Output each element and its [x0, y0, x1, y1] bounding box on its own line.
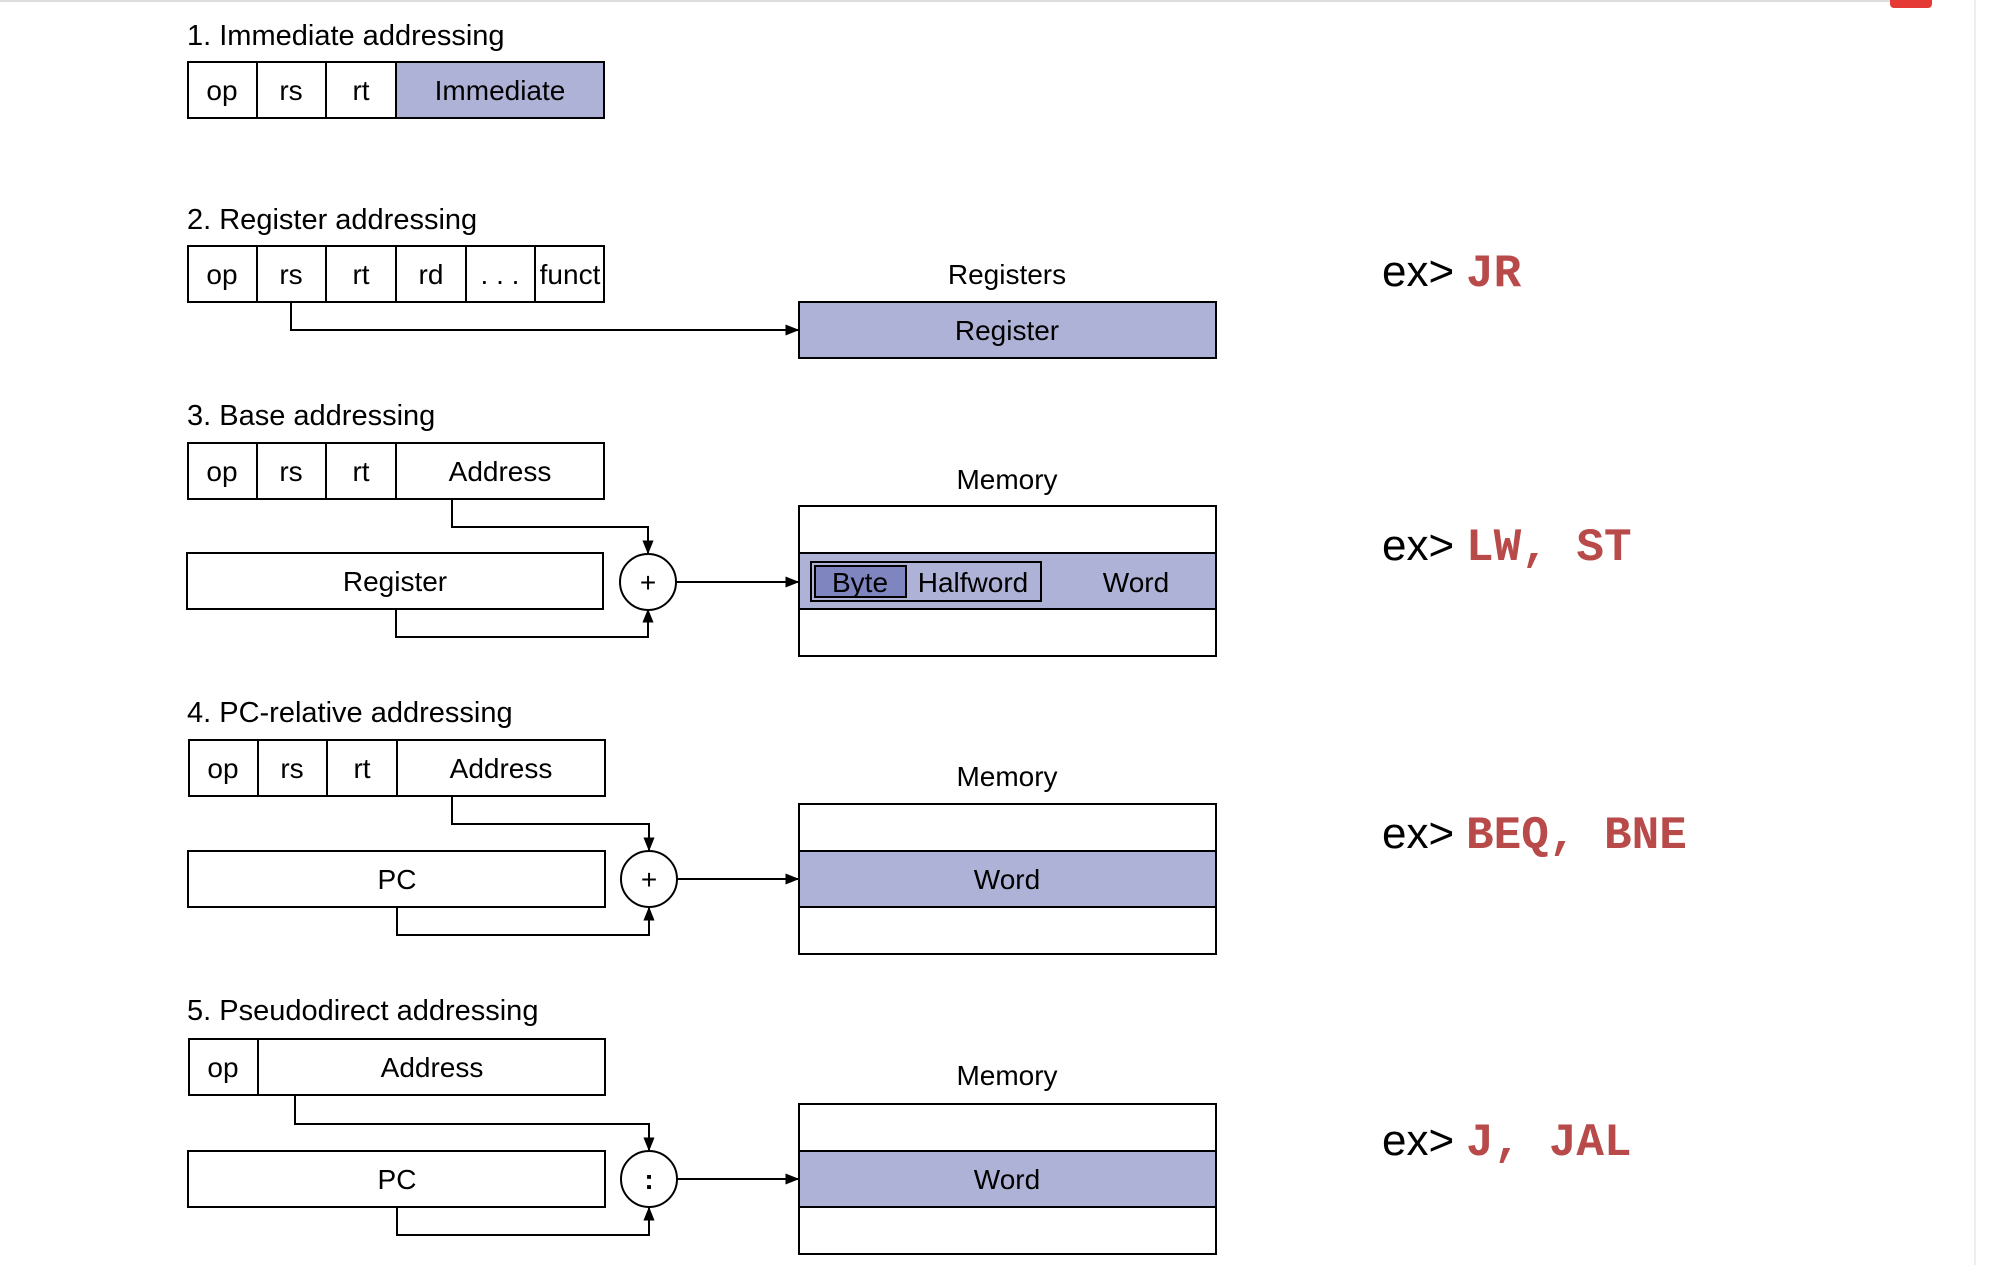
- field-op: [187, 442, 258, 500]
- mode-immediate: 1. Immediate addressing op rs rt Immedia…: [187, 20, 605, 119]
- register-operand-box: [186, 552, 604, 610]
- mode-title: 5. Pseudodirect addressing: [187, 995, 538, 1027]
- example-instructions: LW, ST: [1466, 522, 1632, 574]
- mode-pc-relative: 4. PC-relative addressing op rs rt Addre…: [187, 697, 1687, 955]
- field-address-label: Address: [449, 456, 552, 487]
- field-rs-label: rs: [279, 456, 302, 487]
- field-rs-label: rs: [279, 259, 302, 290]
- adder-symbol: +: [641, 864, 657, 895]
- field-rt: [325, 245, 397, 303]
- memory-word-row: [798, 850, 1217, 908]
- field-funct: [534, 245, 605, 303]
- field-op: [188, 1038, 259, 1096]
- field-op-label: op: [206, 259, 237, 290]
- pc-to-adder-arrow: [396, 906, 655, 936]
- mode-pseudodirect: 5. Pseudodirect addressing op Address PC…: [187, 995, 1632, 1255]
- field-address: [257, 1038, 606, 1096]
- field-address-label: Address: [450, 753, 553, 784]
- memory-word-row: [798, 1150, 1217, 1208]
- mode-register: 2. Register addressing op rs rt rd . . .…: [187, 204, 1522, 359]
- field-rs-label: rs: [279, 75, 302, 106]
- example-prefix: ex>: [1382, 809, 1454, 858]
- word-label: Word: [1103, 567, 1169, 598]
- registers-title: Registers: [948, 259, 1066, 290]
- memory-title: Memory: [956, 1060, 1057, 1091]
- field-shamt-label: . . .: [481, 259, 520, 290]
- field-op-label: op: [206, 75, 237, 106]
- address-to-adder-arrow: [451, 499, 654, 555]
- field-rs: [256, 245, 327, 303]
- pc-operand-box: [187, 1150, 606, 1208]
- field-immediate: [395, 61, 605, 119]
- field-rt-label: rt: [352, 259, 369, 290]
- register-label: Register: [955, 315, 1059, 346]
- mode-title: 2. Register addressing: [187, 204, 477, 236]
- field-rd: [395, 245, 467, 303]
- register-operand-label: Register: [343, 566, 447, 597]
- example-prefix: ex>: [1382, 247, 1454, 296]
- concat-symbol: :: [644, 1164, 653, 1195]
- mode-base: 3. Base addressing op rs rt Address Regi…: [186, 400, 1632, 657]
- byte-label: Byte: [832, 567, 888, 598]
- field-rt-label: rt: [353, 753, 370, 784]
- field-address-label: Address: [381, 1052, 484, 1083]
- field-shamt: [465, 245, 536, 303]
- mode-title: 3. Base addressing: [187, 400, 435, 432]
- field-funct-label: funct: [540, 259, 601, 290]
- pc-to-concat-arrow: [396, 1206, 655, 1236]
- address-to-adder-arrow: [451, 796, 655, 852]
- example-instructions: BEQ, BNE: [1466, 810, 1687, 862]
- field-rt-label: rt: [352, 456, 369, 487]
- halfword-label: Halfword: [918, 567, 1028, 598]
- memory-title: Memory: [956, 464, 1057, 495]
- rs-to-register-arrow: [290, 302, 800, 336]
- address-to-concat-arrow: [294, 1095, 655, 1152]
- field-rt: [325, 61, 397, 119]
- pc-operand-label: PC: [378, 864, 417, 895]
- field-op-label: op: [207, 753, 238, 784]
- register-to-adder-arrow: [395, 608, 654, 638]
- word-label: Word: [974, 1164, 1040, 1195]
- field-immediate-label: Immediate: [435, 75, 566, 106]
- corner-marker: [1890, 0, 1932, 8]
- mode-title: 1. Immediate addressing: [187, 20, 505, 52]
- byte-cell: [814, 565, 907, 598]
- example-instructions: JR: [1466, 248, 1522, 300]
- example-instructions: J, JAL: [1466, 1117, 1632, 1169]
- example-prefix: ex>: [1382, 1116, 1454, 1165]
- field-rt: [326, 739, 398, 797]
- field-op-label: op: [207, 1052, 238, 1083]
- adder-symbol: +: [640, 567, 656, 598]
- memory-title: Memory: [956, 761, 1057, 792]
- field-rt: [325, 442, 397, 500]
- register-cell: [798, 301, 1217, 359]
- field-address: [395, 442, 605, 500]
- example-prefix: ex>: [1382, 521, 1454, 570]
- field-op-label: op: [206, 456, 237, 487]
- field-rs-label: rs: [280, 753, 303, 784]
- field-rd-label: rd: [419, 259, 444, 290]
- pc-operand-label: PC: [378, 1164, 417, 1195]
- mode-title: 4. PC-relative addressing: [187, 697, 513, 729]
- field-rt-label: rt: [352, 75, 369, 106]
- field-address: [396, 739, 606, 797]
- word-label: Word: [974, 864, 1040, 895]
- pc-operand-box: [187, 850, 606, 908]
